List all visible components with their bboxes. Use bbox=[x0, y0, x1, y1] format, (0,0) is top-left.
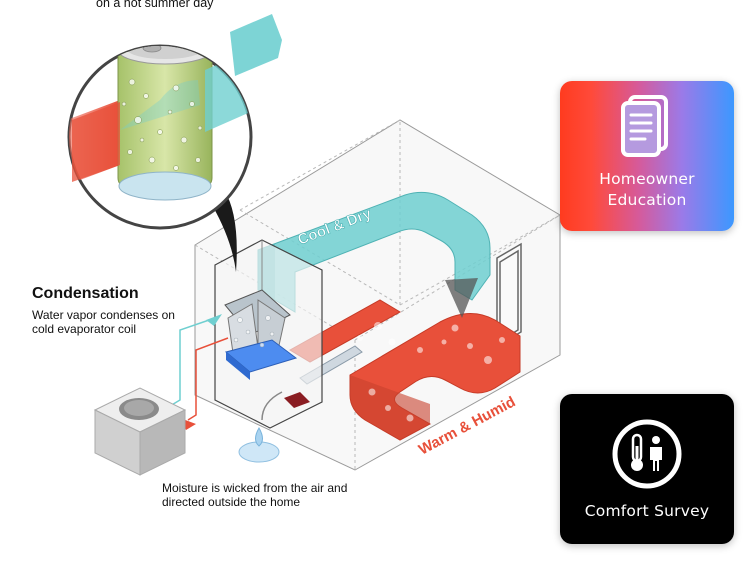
comfort-survey-card[interactable]: Comfort Survey bbox=[560, 394, 734, 544]
callout-pointer bbox=[212, 190, 237, 272]
door bbox=[496, 242, 522, 348]
education-label-line2: Education bbox=[607, 191, 687, 209]
comfort-survey-label: Comfort Survey bbox=[584, 502, 710, 520]
air-handler-unit bbox=[214, 239, 323, 429]
document-icon bbox=[621, 95, 668, 157]
thermometer-person-icon bbox=[612, 419, 682, 489]
can-caption: on a hot summer day bbox=[96, 0, 214, 10]
soda-can-illustration bbox=[67, 14, 282, 230]
education-label-line1: Homeowner bbox=[599, 170, 695, 188]
condensation-title: Condensation bbox=[32, 285, 139, 302]
water-drip bbox=[238, 427, 280, 463]
moisture-note: Moisture is wicked from the air and dire… bbox=[162, 481, 348, 509]
condensation-description: Water vapor condenses on cold evaporator… bbox=[32, 308, 175, 336]
homeowner-education-card[interactable]: Homeowner Education bbox=[560, 81, 734, 231]
outdoor-condenser bbox=[93, 387, 187, 476]
homeowner-education-label: Homeowner Education bbox=[560, 169, 734, 211]
